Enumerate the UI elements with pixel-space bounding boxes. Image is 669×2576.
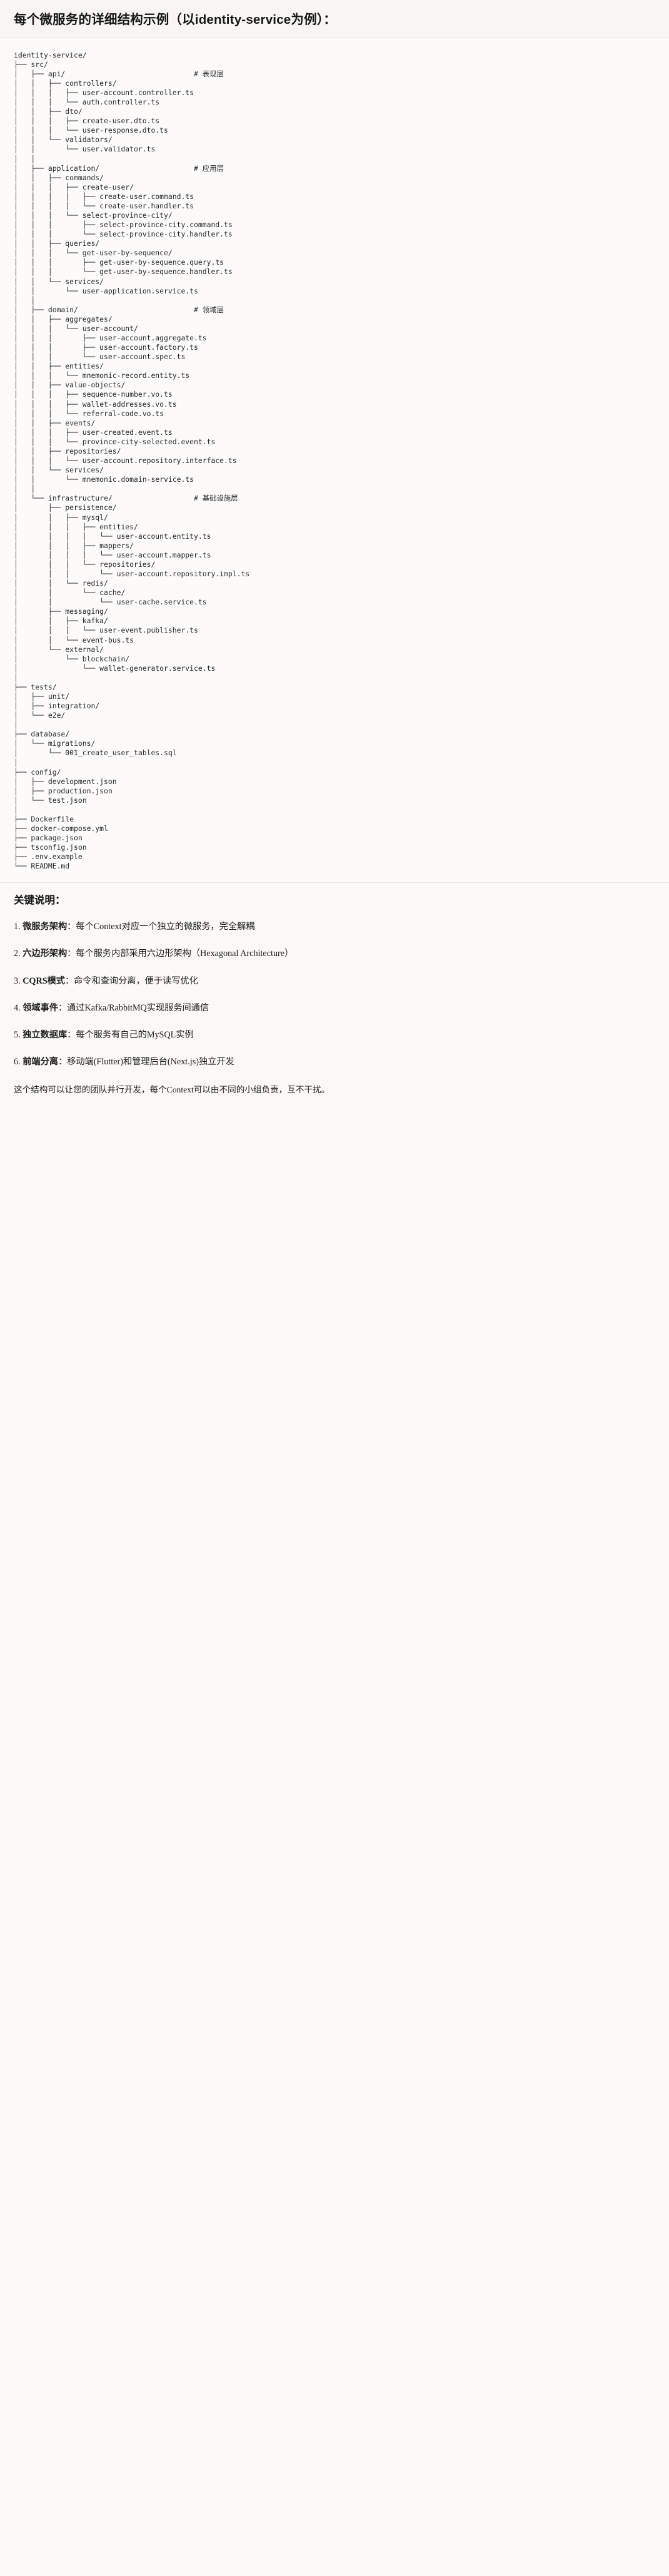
key-note-body: ：命令和查询分离，便于读写优化 xyxy=(64,975,198,986)
key-note-item: 1. 微服务架构：每个Context对应一个独立的微服务，完全解耦 xyxy=(14,920,655,934)
key-note-body: ：通过Kafka/RabbitMQ实现服务间通信 xyxy=(58,1002,209,1013)
document-page: 每个微服务的详细结构示例（以identity-service为例）： ident… xyxy=(0,0,669,1112)
page-title: 每个微服务的详细结构示例（以identity-service为例）： xyxy=(14,13,336,27)
key-note-number: 3. xyxy=(14,975,21,986)
key-note-term: 领域事件 xyxy=(23,1002,58,1013)
document-header: 每个微服务的详细结构示例（以identity-service为例）： xyxy=(0,0,669,38)
key-note-term: 前端分离 xyxy=(23,1057,58,1067)
key-note-item: 4. 领域事件：通过Kafka/RabbitMQ实现服务间通信 xyxy=(14,1002,655,1015)
key-notes-heading: 关键说明： xyxy=(14,895,66,907)
key-note-body: ：移动端(Flutter)和管理后台(Next.js)独立开发 xyxy=(58,1057,234,1067)
key-note-number: 5. xyxy=(14,1030,21,1041)
key-note-term: 微服务架构 xyxy=(23,921,68,932)
directory-tree: identity-service/ ├── src/ │ ├── api/ # … xyxy=(14,50,250,871)
key-note-item: 5. 独立数据库：每个服务有自己的MySQL实例 xyxy=(14,1029,655,1042)
key-note-number: 2. xyxy=(14,949,21,959)
closing-paragraph: 这个结构可以让您的团队并行开发，每个Context可以由不同的小组负责，互不干扰… xyxy=(14,1084,330,1094)
key-note-number: 6. xyxy=(14,1057,21,1067)
key-note-item: 2. 六边形架构：每个服务内部采用六边形架构（Hexagonal Archite… xyxy=(14,947,655,960)
key-note-term: 六边形架构 xyxy=(23,949,68,959)
key-note-term: 独立数据库 xyxy=(23,1030,68,1041)
key-note-term: CQRS模式 xyxy=(23,975,65,986)
key-note-body: ：每个服务有自己的MySQL实例 xyxy=(67,1030,194,1041)
key-notes-section: 关键说明： 1. 微服务架构：每个Context对应一个独立的微服务，完全解耦 2… xyxy=(0,882,669,1112)
key-notes-list: 1. 微服务架构：每个Context对应一个独立的微服务，完全解耦 2. 六边形架… xyxy=(14,920,655,1069)
key-note-body: ：每个服务内部采用六边形架构（Hexagonal Architecture） xyxy=(67,949,294,959)
key-note-item: 3. CQRS模式：命令和查询分离，便于读写优化 xyxy=(14,975,655,988)
key-note-body: ：每个Context对应一个独立的微服务，完全解耦 xyxy=(67,921,255,932)
directory-tree-block: identity-service/ ├── src/ │ ├── api/ # … xyxy=(0,38,669,883)
key-note-item: 6. 前端分离：移动端(Flutter)和管理后台(Next.js)独立开发 xyxy=(14,1056,655,1069)
key-note-number: 1. xyxy=(14,921,21,932)
key-note-number: 4. xyxy=(14,1002,21,1013)
